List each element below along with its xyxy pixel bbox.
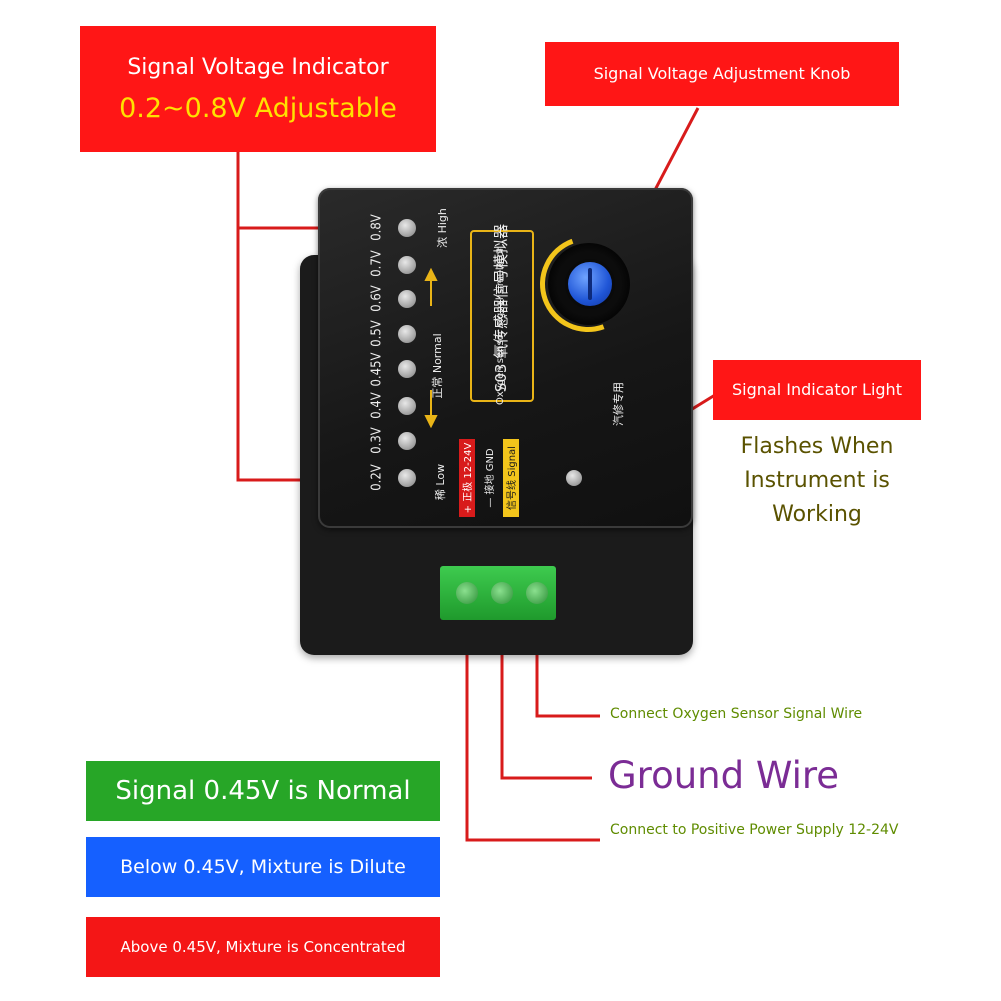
model-title-frame: [470, 230, 534, 402]
voltage-label: 0.45V: [369, 352, 385, 387]
led-0-45v: [398, 360, 416, 378]
led-0-3v: [398, 432, 416, 450]
led-0-2v: [398, 469, 416, 487]
legend-normal-text: Signal 0.45V is Normal: [115, 776, 411, 806]
led-0-5v: [398, 325, 416, 343]
low-label: 稀 Low: [434, 463, 447, 501]
high-label: 浓 High: [436, 208, 449, 248]
voltage-label: 0.8V: [369, 214, 385, 241]
voltage-label: 0.7V: [369, 250, 385, 277]
indicator-callout-range: 0.2~0.8V Adjustable: [119, 93, 397, 125]
auto-repair-label: 汽修专用: [612, 382, 625, 426]
down-arrow-icon: [424, 390, 438, 428]
led-0-8v: [398, 219, 416, 237]
legend-dilute-text: Below 0.45V, Mixture is Dilute: [120, 856, 406, 878]
terminal-screw-power[interactable]: [456, 582, 478, 604]
signal-voltage-indicator-callout: Signal Voltage Indicator 0.2~0.8V Adjust…: [80, 26, 436, 152]
power-wire-label: Connect to Positive Power Supply 12-24V: [610, 822, 899, 838]
model-subtitle: Oxygen sensor signal simulator: [495, 247, 506, 405]
ground-wire-label: Ground Wire: [608, 754, 840, 797]
led-0-4v: [398, 397, 416, 415]
signal-light-note: Flashes When Instrument is Working: [740, 434, 894, 527]
led-0-6v: [398, 290, 416, 308]
terminal-signal-label: 信号线 Signal: [503, 439, 519, 517]
voltage-label: 0.6V: [369, 285, 385, 312]
legend-dilute: Below 0.45V, Mixture is Dilute: [86, 837, 440, 897]
knob-slot: [588, 268, 592, 300]
signal-indicator-light: [566, 470, 582, 486]
voltage-label: 0.4V: [369, 392, 385, 419]
voltage-label: 0.5V: [369, 320, 385, 347]
up-arrow-icon: [424, 268, 438, 306]
indicator-callout-title: Signal Voltage Indicator: [127, 54, 389, 80]
terminal-screw-signal[interactable]: [526, 582, 548, 604]
signal-wire-label: Connect Oxygen Sensor Signal Wire: [610, 706, 863, 722]
voltage-label: 0.2V: [369, 464, 385, 491]
signal-light-callout: Signal Indicator Light: [713, 360, 921, 420]
signal-light-callout-title: Signal Indicator Light: [732, 380, 902, 399]
legend-concentrated-text: Above 0.45V, Mixture is Concentrated: [120, 938, 406, 956]
terminal-power-label: + 正极 12-24V: [459, 439, 475, 517]
terminal-screw-ground[interactable]: [491, 582, 513, 604]
knob-callout-title: Signal Voltage Adjustment Knob: [593, 64, 851, 83]
led-0-7v: [398, 256, 416, 274]
legend-concentrated: Above 0.45V, Mixture is Concentrated: [86, 917, 440, 977]
terminal-gnd-label: — 接地 GND: [485, 448, 496, 508]
voltage-label: 0.3V: [369, 427, 385, 454]
legend-normal: Signal 0.45V is Normal: [86, 761, 440, 821]
knob-callout: Signal Voltage Adjustment Knob: [545, 42, 899, 106]
